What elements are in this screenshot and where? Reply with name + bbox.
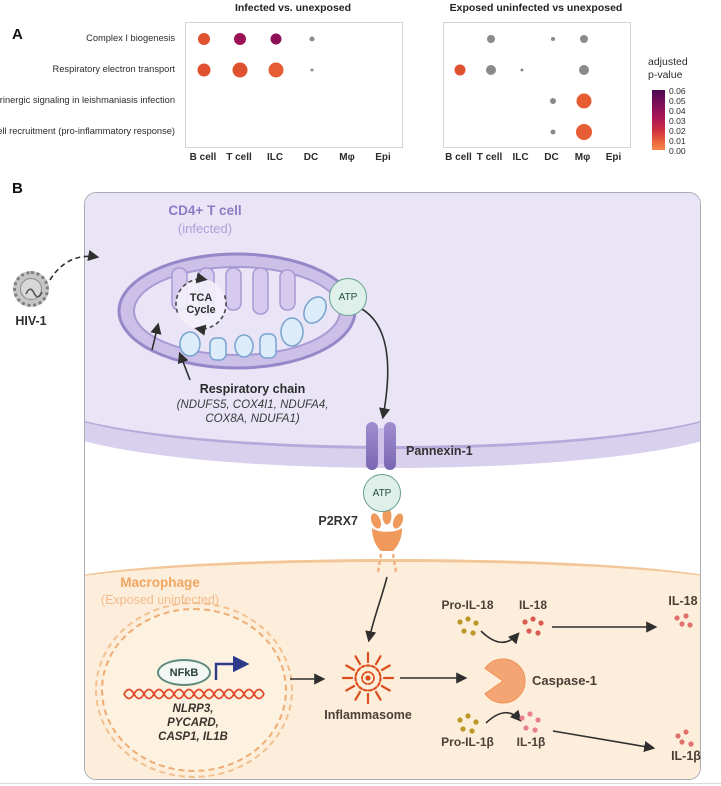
macrophage-title: Macrophage xyxy=(120,575,200,590)
x-axis-label: DC xyxy=(544,152,559,163)
x-axis-label: Epi xyxy=(375,152,391,163)
caspase-label: Caspase-1 xyxy=(532,673,598,688)
tcell-subtitle: (infected) xyxy=(177,221,233,236)
panel-a-label: A xyxy=(12,26,23,43)
x-axis-label: ILC xyxy=(512,152,529,163)
x-axis-label: ILC xyxy=(266,152,284,163)
chart-dot xyxy=(550,36,555,41)
chart-dot xyxy=(197,63,211,76)
etc-complexes xyxy=(179,296,327,361)
il18-secreted-label: IL-18 xyxy=(668,594,698,608)
chart-dot xyxy=(549,97,556,104)
legend-tick: 0.01 xyxy=(669,136,686,146)
atp-mito-circle: ATP xyxy=(329,278,367,316)
chart-dot xyxy=(310,68,314,71)
x-axis-label: Mφ xyxy=(574,152,591,163)
x-axis-label: Epi xyxy=(605,152,622,163)
x-axis-labels-right: B cell T cell ILC DC Mφ Epi xyxy=(443,152,629,163)
chart-dot xyxy=(309,36,315,41)
chart-dot xyxy=(270,33,282,44)
legend-gradient-bar xyxy=(652,90,665,150)
chart-dot xyxy=(550,129,555,134)
pro-il1b-label: Pro-IL-1β xyxy=(441,735,494,749)
y-axis-label: Cell recruitment (pro-inflammatory respo… xyxy=(0,125,175,136)
il1b-label: IL-1β xyxy=(516,735,546,749)
chart-dot xyxy=(578,64,589,75)
legend-title-line1: adjusted xyxy=(648,56,688,68)
panel-b-label: B xyxy=(12,180,23,197)
atp-extracellular-circle: ATP xyxy=(363,474,401,512)
chart-dot xyxy=(198,32,210,45)
dotplot-infected xyxy=(185,22,403,148)
chart-dot xyxy=(454,64,465,75)
figure-bottom-rule xyxy=(0,783,721,784)
chart-dot xyxy=(486,34,495,43)
chart-dot xyxy=(520,68,523,71)
legend-tick: 0.06 xyxy=(669,86,686,96)
inflammasome-label: Inflammasome xyxy=(324,708,412,722)
hiv-virion-core xyxy=(20,278,43,300)
chart-dot xyxy=(485,64,496,75)
y-axis-label: Respiratory electron transport xyxy=(52,63,175,74)
mitochondrion xyxy=(117,252,357,370)
chart-title-exposed: Exposed uninfected vs unexposed xyxy=(449,2,623,14)
chart-dot xyxy=(575,123,592,140)
chart-dot xyxy=(234,32,246,45)
legend-tick: 0.04 xyxy=(669,106,686,116)
chart-dot xyxy=(576,93,591,108)
inflammasome-genes: NLRP3, PYCARD, CASP1, IL1B xyxy=(158,703,228,743)
resp-chain-title: Respiratory chain xyxy=(199,382,306,396)
il18-label: IL-18 xyxy=(518,598,547,612)
il1b-secreted-label: IL-1β xyxy=(671,749,701,763)
x-axis-label: T cell xyxy=(476,152,503,163)
chart-dot xyxy=(268,62,284,77)
pannexin-channel xyxy=(366,422,396,470)
chart-dot xyxy=(232,62,248,77)
legend-tick: 0.05 xyxy=(669,96,686,106)
x-axis-label: T cell xyxy=(226,152,252,163)
legend-tick: 0.00 xyxy=(669,146,686,156)
p2rx7-label: P2RX7 xyxy=(318,514,358,528)
nucleus-outer-membrane xyxy=(95,602,293,778)
y-axis-label: Complex I biogenesis xyxy=(86,32,175,43)
legend-tick: 0.02 xyxy=(669,126,686,136)
x-axis-label: B cell xyxy=(189,152,217,163)
hiv-virion xyxy=(13,271,49,307)
chart-title-infected: Infected vs. unexposed xyxy=(234,2,352,14)
macrophage-subtitle: (Exposed uninfected) xyxy=(100,593,220,607)
hiv-label: HIV-1 xyxy=(15,314,47,328)
pro-il18-label: Pro-IL-18 xyxy=(441,598,494,612)
pannexin-label: Pannexin-1 xyxy=(406,444,473,458)
y-axis-label: Purinergic signaling in leishmaniasis in… xyxy=(0,94,175,105)
resp-chain-genes: (NDUFS5, COX4I1, NDUFA4, COX8A, NDUFA1) xyxy=(176,399,329,425)
tcell-title: CD4+ T cell xyxy=(168,203,242,218)
x-axis-label: DC xyxy=(303,152,319,163)
x-axis-label: B cell xyxy=(445,152,472,163)
tca-cycle-label: TCA Cycle xyxy=(186,292,216,316)
legend-title-line2: p-value xyxy=(648,69,683,81)
x-axis-labels-left: B cell T cell ILC DC Mφ Epi xyxy=(185,152,401,163)
nfkb-badge: NFkB xyxy=(157,659,211,686)
chart-dot xyxy=(579,34,588,43)
nucleus xyxy=(101,608,287,772)
x-axis-label: Mφ xyxy=(339,152,355,163)
legend-tick: 0.03 xyxy=(669,116,686,126)
dotplot-exposed xyxy=(443,22,631,148)
